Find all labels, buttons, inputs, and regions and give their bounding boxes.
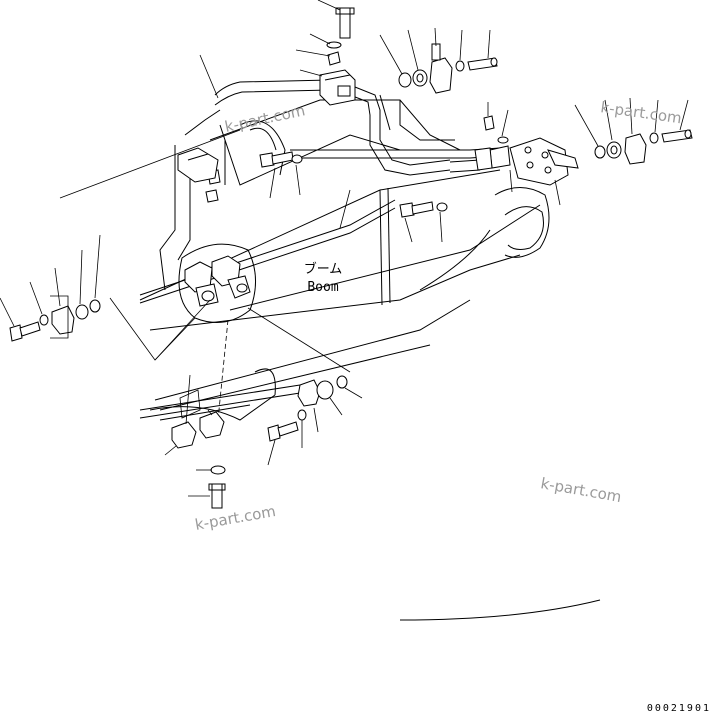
boom-label-jp: ブーム [304,261,343,277]
detail-dashed-leader [217,319,229,421]
left-bolt-group [9,299,101,342]
lower-clamp-group [171,411,226,509]
boom-lower-frame [149,368,276,421]
flange-group-right [594,129,693,165]
valve-block [474,115,579,186]
leader-lines [0,0,689,497]
boom-foot [399,187,601,621]
hydraulic-pipes [139,79,501,419]
watermark-right: k-part.com [599,98,682,127]
upper-left-clamp [177,147,219,183]
boom-label-en: Boom [307,280,338,295]
watermark-bottom-left: k-part.com [194,502,278,534]
boom-body [139,94,541,411]
watermark-lower-right: k-part.com [539,474,623,506]
drawing-number: 00021901 [647,703,711,714]
lower-bolt-group [267,375,348,442]
flange-group-top [398,43,498,94]
upper-clamp-assembly [319,7,356,106]
mid-bolts [205,151,448,218]
detail-circle [178,243,256,323]
